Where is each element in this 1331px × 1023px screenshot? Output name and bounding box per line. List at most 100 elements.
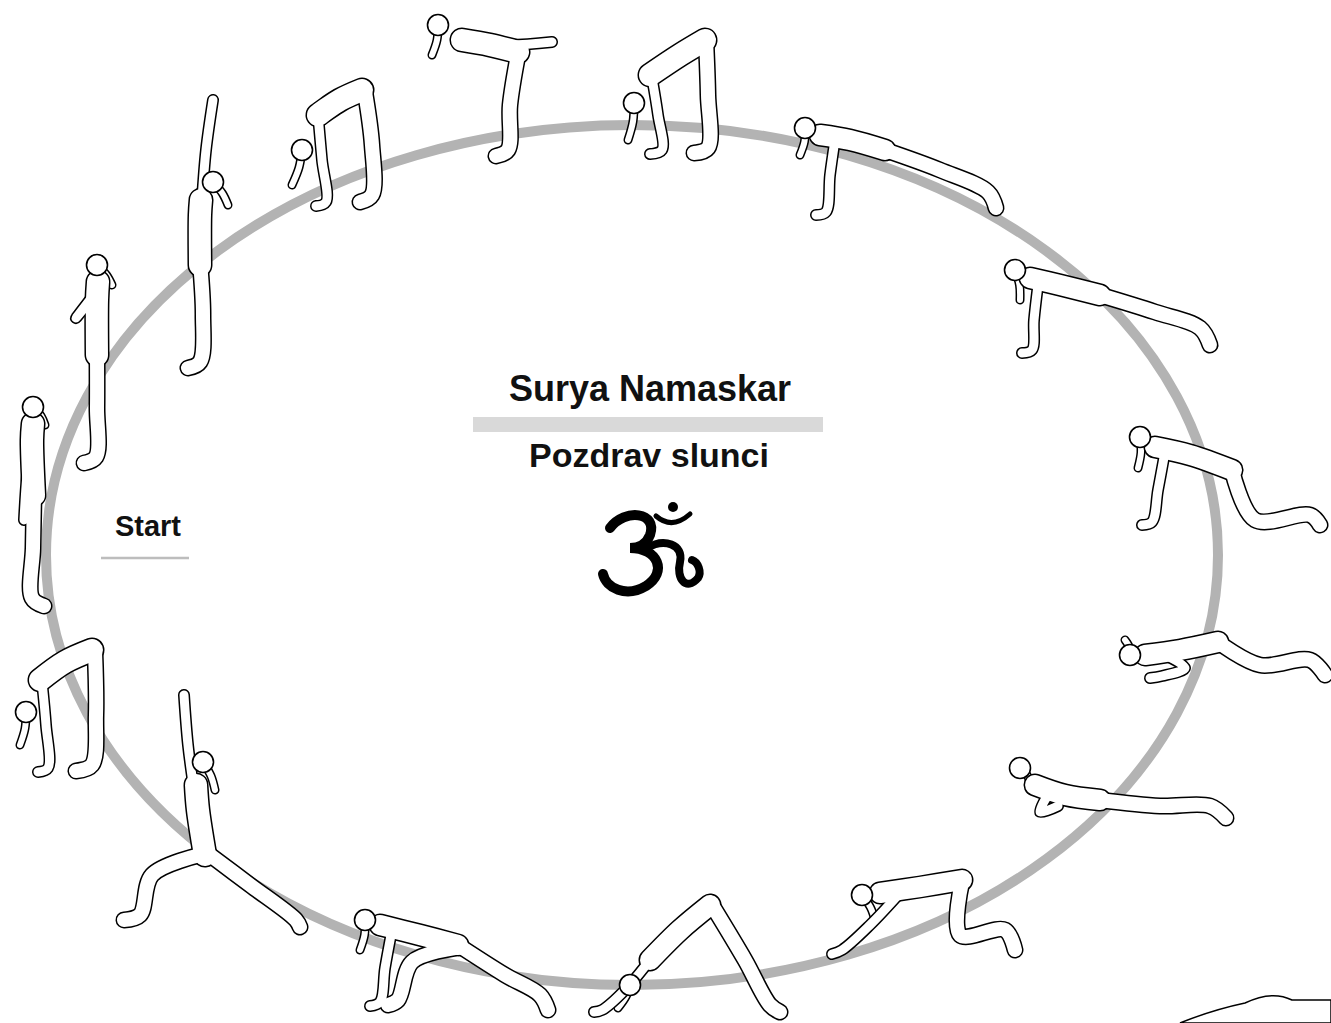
start-label: Start (115, 510, 181, 543)
limb-outline (316, 115, 327, 206)
limb (76, 652, 96, 771)
limb-outline (650, 905, 710, 960)
limb-outline (1100, 295, 1210, 345)
limb-outline (40, 650, 92, 680)
limb (360, 92, 374, 202)
yoga-figure (188, 100, 228, 368)
limb (84, 352, 99, 463)
limb-outline (496, 55, 518, 156)
limb (188, 262, 203, 368)
limb-outline (594, 960, 650, 1012)
limb (1100, 800, 1226, 818)
limb-outline (1145, 642, 1218, 655)
head (852, 885, 873, 906)
limb-outline (360, 92, 374, 202)
limb-outline (388, 948, 455, 1005)
limb (40, 650, 92, 680)
limb (458, 945, 548, 1010)
yoga-figure (624, 40, 711, 154)
limb-outline (1022, 285, 1038, 353)
limb (1100, 295, 1210, 345)
limb-outline (184, 695, 194, 790)
limb-outline (1218, 642, 1325, 675)
limb (318, 90, 362, 115)
cycle-ring (46, 125, 1218, 985)
head (620, 975, 641, 996)
partial-figure (1180, 996, 1331, 1023)
limb-outline (650, 40, 705, 75)
limb (816, 140, 835, 215)
head (23, 397, 44, 418)
limb (1145, 642, 1218, 655)
limb-outline (880, 880, 962, 893)
limb-outline (816, 140, 835, 215)
limb (370, 930, 392, 1006)
title-divider (473, 417, 823, 432)
yoga-figure (76, 255, 112, 464)
head (203, 172, 224, 193)
limb (594, 960, 650, 1012)
limb (712, 905, 780, 1012)
limb (1022, 285, 1038, 353)
yoga-figure (795, 118, 997, 216)
limb-outline (458, 945, 548, 1010)
head (355, 910, 376, 931)
limb (196, 785, 205, 855)
limb (1142, 452, 1165, 525)
limb (1232, 470, 1320, 525)
limb (388, 948, 455, 1005)
limb-outline (1232, 470, 1320, 525)
head (1005, 260, 1026, 281)
limb-outline (885, 150, 996, 208)
yoga-figure (428, 15, 553, 157)
limb (650, 40, 705, 75)
yoga-figure (1010, 758, 1227, 819)
limb (880, 880, 962, 893)
head (1120, 645, 1141, 666)
limb (124, 855, 200, 920)
limb-outline (650, 78, 663, 154)
yoga-figure (594, 905, 780, 1012)
limb-outline (1142, 452, 1165, 525)
limb (38, 682, 50, 772)
limb-outline (466, 42, 552, 45)
yoga-figure (1130, 427, 1321, 526)
yoga-figure (16, 650, 97, 772)
start-underline (101, 557, 189, 560)
limb-outline (30, 492, 44, 606)
limb (650, 78, 663, 154)
subtitle: Pozdrav slunci (529, 436, 769, 475)
limb (885, 150, 996, 208)
limb-outline (712, 905, 780, 1012)
limb-outline (210, 855, 300, 927)
title: Surya Namaskar (509, 368, 791, 409)
limb-outline (188, 262, 203, 368)
limb (1218, 642, 1325, 675)
limb (1040, 795, 1058, 812)
limb-outline (318, 90, 362, 115)
limb (210, 855, 300, 927)
head (87, 255, 108, 276)
limb (1150, 655, 1185, 678)
limb-outline (124, 855, 200, 920)
head (428, 15, 449, 36)
limb-outline (196, 785, 205, 855)
om-symbol (603, 502, 700, 591)
yoga-figure (23, 397, 46, 607)
limb (184, 695, 194, 790)
limb (957, 882, 1015, 950)
yoga-figure (355, 910, 549, 1011)
figures (16, 15, 1326, 1013)
yoga-figure (1120, 640, 1326, 678)
head (1130, 427, 1151, 448)
limb (496, 55, 518, 156)
head (624, 93, 645, 114)
limb (650, 905, 710, 960)
head (16, 702, 37, 723)
limb-outline (84, 352, 99, 463)
limb-outline (1100, 800, 1226, 818)
limb-outline (38, 682, 50, 772)
yoga-figure (292, 90, 375, 206)
